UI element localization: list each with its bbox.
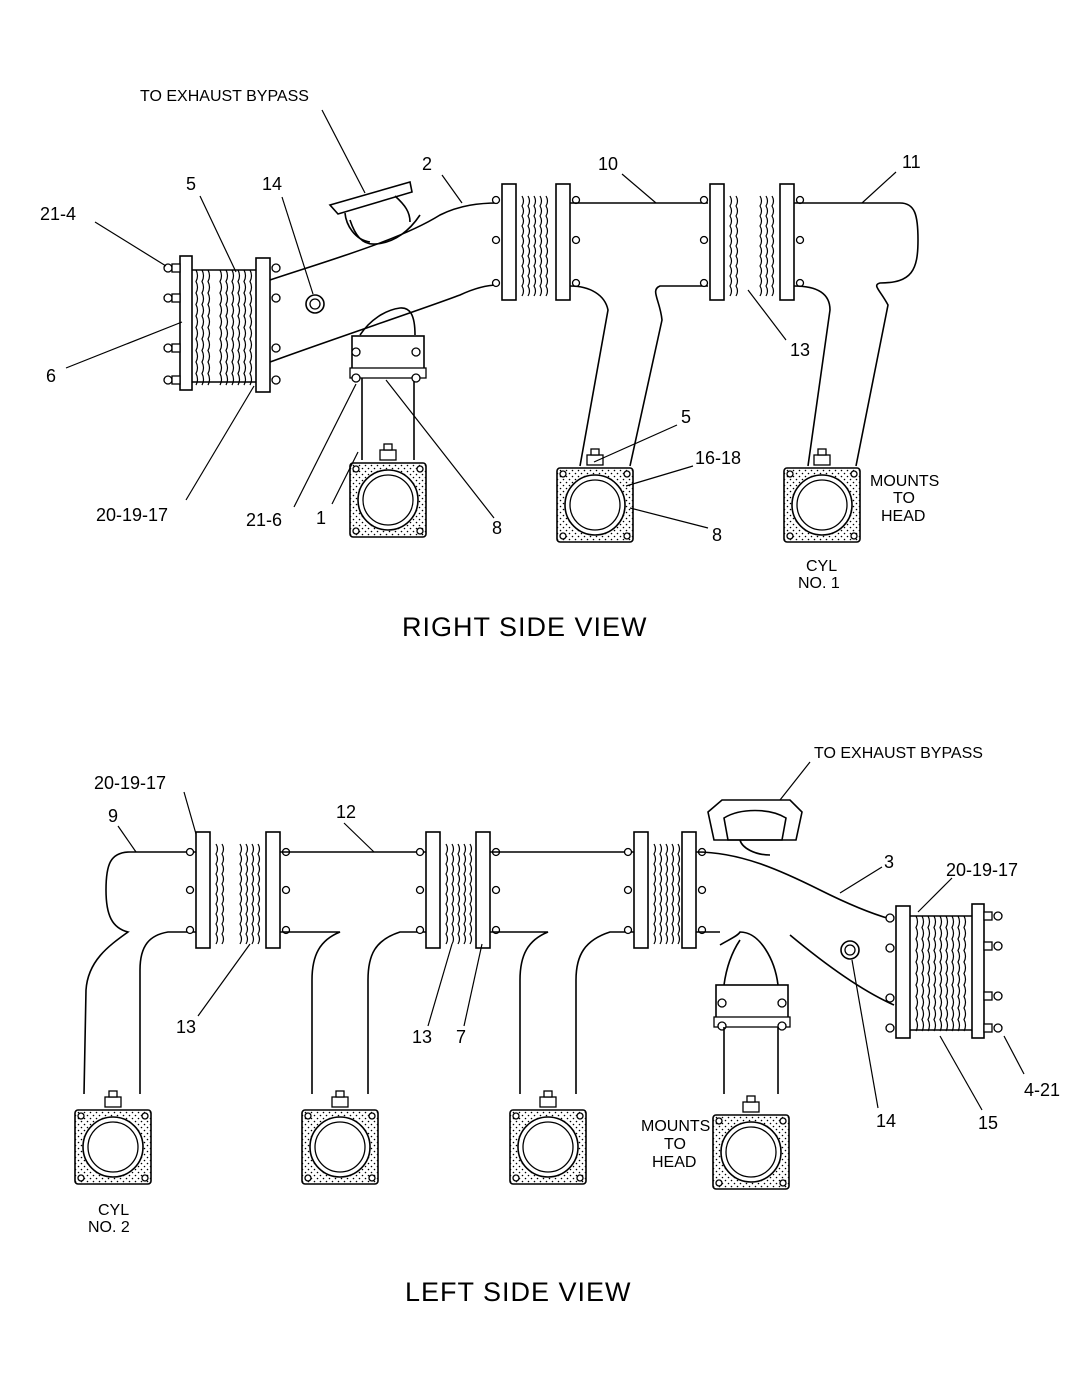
callout-16-18: 16-18	[695, 448, 741, 468]
callout-5b: 5	[681, 407, 691, 427]
callout-10: 10	[598, 154, 618, 174]
mounts-label-left-1: MOUNTS	[641, 1118, 710, 1135]
mounts-label-1: MOUNTS	[870, 473, 939, 490]
callout-20-19-17-left-b: 20-19-17	[946, 860, 1018, 880]
callout-9: 9	[108, 806, 118, 826]
callout-6: 6	[46, 366, 56, 386]
left-side-view: TO EXHAUST BYPASS 20-19-17 9 12 3 20-19-…	[74, 745, 1060, 1307]
mounts-label-left-2: TO	[664, 1136, 686, 1153]
callout-20-19-17-left-a: 20-19-17	[94, 773, 166, 793]
callout-21-4: 21-4	[40, 204, 76, 224]
callout-8b: 8	[712, 525, 722, 545]
cyl-label-1: CYL	[806, 558, 837, 575]
callout-11: 11	[902, 152, 921, 172]
mounts-label-3: HEAD	[881, 508, 925, 525]
right-view-title: RIGHT SIDE VIEW	[402, 612, 648, 642]
callout-21-6: 21-6	[246, 510, 282, 530]
callout-14: 14	[262, 174, 282, 194]
mounts-label-left-3: HEAD	[652, 1154, 696, 1171]
callout-13-left-a: 13	[176, 1017, 196, 1037]
mounts-label-2: TO	[893, 490, 915, 507]
cyl-label-left-1: CYL	[98, 1202, 129, 1219]
callout-4-21: 4-21	[1024, 1080, 1060, 1100]
callout-7: 7	[456, 1027, 466, 1047]
left-view-title: LEFT SIDE VIEW	[405, 1277, 632, 1307]
callout-3: 3	[884, 852, 894, 872]
bypass-label: TO EXHAUST BYPASS	[140, 88, 309, 105]
callout-15: 15	[978, 1113, 998, 1133]
callout-8: 8	[492, 518, 502, 538]
callout-13: 13	[790, 340, 810, 360]
cyl-label-left-2: NO. 2	[88, 1219, 130, 1236]
callout-5: 5	[186, 174, 196, 194]
callout-20-19-17: 20-19-17	[96, 505, 168, 525]
callout-1: 1	[316, 508, 326, 528]
callout-13-left-b: 13	[412, 1027, 432, 1047]
right-side-view: TO EXHAUST BYPASS 21-4 5 14 2 10 11 6 13…	[40, 88, 939, 642]
bypass-label-left: TO EXHAUST BYPASS	[814, 745, 983, 762]
callout-12: 12	[336, 802, 356, 822]
callout-14-left: 14	[876, 1111, 896, 1131]
callout-2: 2	[422, 154, 432, 174]
cyl-label-2: NO. 1	[798, 575, 840, 592]
